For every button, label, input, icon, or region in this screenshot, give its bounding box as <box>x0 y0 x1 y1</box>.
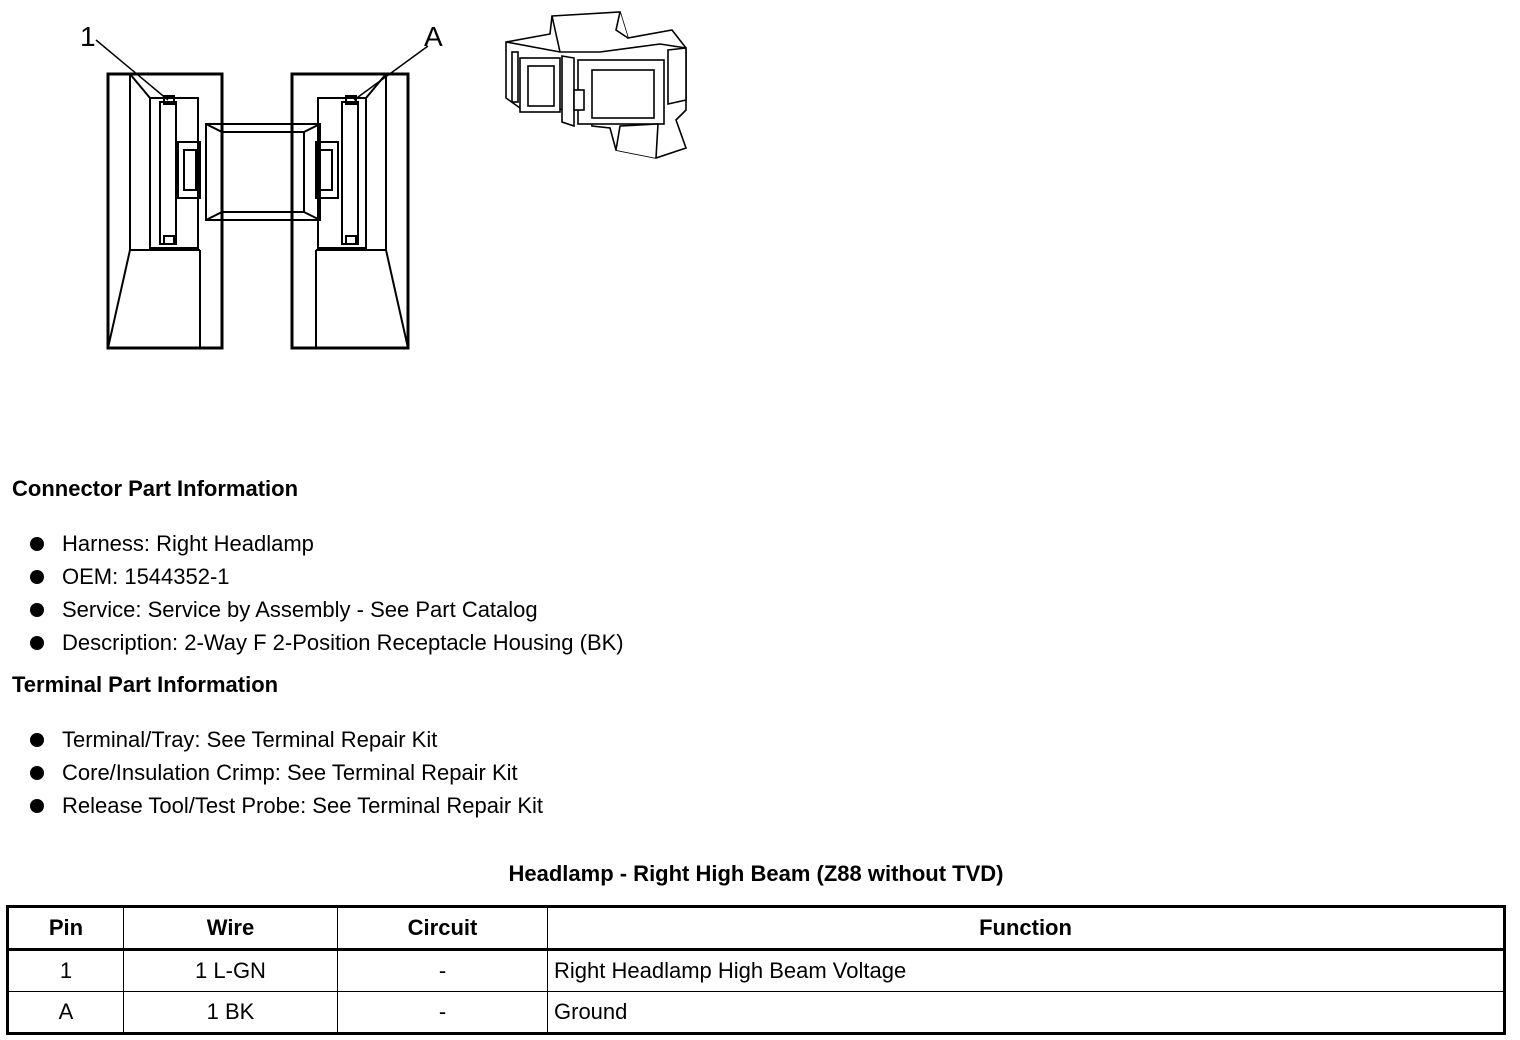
bullet-icon <box>30 570 44 584</box>
cell-wire: 1 L-GN <box>123 949 338 992</box>
right-cavity-housing <box>290 72 410 350</box>
column-header-pin: Pin <box>7 906 124 951</box>
table-row: 1 1 L-GN - Right Headlamp High Beam Volt… <box>7 949 1505 992</box>
bullet-icon <box>30 733 44 747</box>
bullet-icon <box>30 799 44 813</box>
connector-diagram: 1 A <box>80 11 688 350</box>
cell-circuit: - <box>337 949 548 992</box>
callout-pin-a: A <box>424 21 443 52</box>
connector-isometric-view <box>505 11 688 159</box>
connector-part-info-heading: Connector Part Information <box>12 476 299 501</box>
list-item: OEM: 1544352-1 <box>28 560 624 593</box>
cell-pin: A <box>7 991 124 1034</box>
list-item: Service: Service by Assembly - See Part … <box>28 593 624 626</box>
connector-part-info-list: Harness: Right Headlamp OEM: 1544352-1 S… <box>28 527 624 659</box>
column-header-wire: Wire <box>123 906 338 951</box>
column-header-function: Function <box>547 906 1505 951</box>
list-item: Description: 2-Way F 2-Position Receptac… <box>28 626 624 659</box>
bullet-icon <box>30 766 44 780</box>
terminal-part-info-list: Terminal/Tray: See Terminal Repair Kit C… <box>28 723 543 822</box>
pin-table-title: Headlamp - Right High Beam (Z88 without … <box>508 861 1004 886</box>
cell-wire: 1 BK <box>123 991 338 1034</box>
table-row: A 1 BK - Ground <box>7 991 1505 1034</box>
callout-pin-1: 1 <box>80 21 96 52</box>
terminal-part-info-heading: Terminal Part Information <box>12 672 279 697</box>
cell-pin: 1 <box>7 949 124 992</box>
list-item: Core/Insulation Crimp: See Terminal Repa… <box>28 756 543 789</box>
cell-circuit: - <box>337 991 548 1034</box>
list-item: Harness: Right Headlamp <box>28 527 624 560</box>
bullet-icon <box>30 636 44 650</box>
column-header-circuit: Circuit <box>337 906 548 951</box>
cell-function: Right Headlamp High Beam Voltage <box>547 949 1505 992</box>
left-cavity-housing <box>106 72 224 350</box>
table-header-row: Pin Wire Circuit Function <box>7 906 1505 951</box>
bullet-icon <box>30 603 44 617</box>
pin-table: Pin Wire Circuit Function 1 1 L-GN - Rig… <box>6 905 1506 1035</box>
bullet-icon <box>30 537 44 551</box>
cell-function: Ground <box>547 991 1505 1034</box>
list-item: Release Tool/Test Probe: See Terminal Re… <box>28 789 543 822</box>
list-item: Terminal/Tray: See Terminal Repair Kit <box>28 723 543 756</box>
